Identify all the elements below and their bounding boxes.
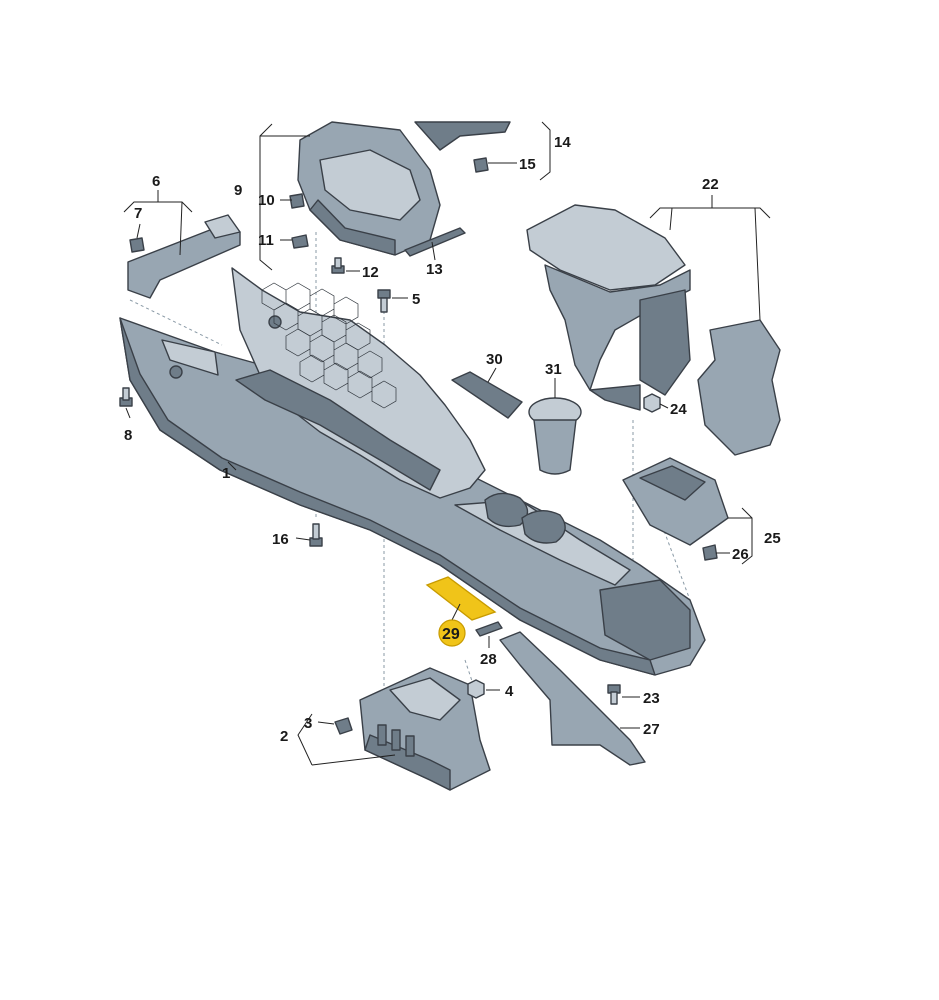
label-15: 15 [519,156,536,173]
label-7: 7 [134,205,142,222]
clip-part-15 [473,157,489,173]
screw-part-12 [331,257,345,274]
label-10: 10 [258,192,275,209]
highlight-badge-29 [438,619,466,647]
label-25: 25 [764,530,781,547]
label-1: 1 [222,465,230,482]
armrest-cover-part-22 [697,319,781,456]
label-29: 29 [442,626,460,643]
clip-part-28 [475,621,503,637]
label-6: 6 [152,173,160,190]
top-trim-part-14 [414,121,511,151]
leader-lines [123,121,771,766]
mat-part-29-highlighted [425,576,497,621]
lower-bracket-part-2 [359,667,491,791]
storage-box-part-9 [297,121,441,256]
label-8: 8 [124,427,132,444]
label-2: 2 [280,728,288,745]
clip-part-10 [289,193,305,209]
label-11: 11 [258,232,274,249]
label-9: 9 [234,182,242,199]
screw-part-8 [119,387,133,407]
center-console-part-1 [119,267,706,676]
label-24: 24 [670,401,687,418]
side-trim-part-27 [499,631,646,766]
clip-part-11 [291,234,309,249]
trim-strip-part-13 [404,227,466,257]
label-23: 23 [643,690,660,707]
label-5: 5 [412,291,420,308]
nut-part-24 [643,393,661,413]
screw-part-5 [377,289,391,313]
label-22: 22 [702,176,719,193]
cover-part-30 [451,371,523,419]
label-26: 26 [732,546,749,563]
nut-part-4 [467,679,485,699]
cup-insert-part-31 [528,397,582,475]
label-12: 12 [362,264,379,281]
hex-mesh-pattern [261,282,397,409]
label-4: 4 [505,683,514,700]
callout-labels: 1 2 3 4 5 6 7 8 9 10 11 12 13 14 15 16 2… [124,134,781,745]
clip-part-26 [702,544,718,561]
label-27: 27 [643,721,660,738]
label-28: 28 [480,651,497,668]
armrest-part-22 [526,204,691,411]
label-16: 16 [272,531,289,548]
clip-part-7 [129,237,145,253]
label-3: 3 [304,715,312,732]
label-14: 14 [554,134,571,151]
tray-part-25 [622,457,729,546]
label-31: 31 [545,361,562,378]
clip-part-3 [334,717,353,735]
screw-part-16 [309,523,323,547]
bracket-rail-part-6 [127,214,241,299]
screw-part-23 [607,684,621,705]
label-30: 30 [486,351,503,368]
label-13: 13 [426,261,443,278]
